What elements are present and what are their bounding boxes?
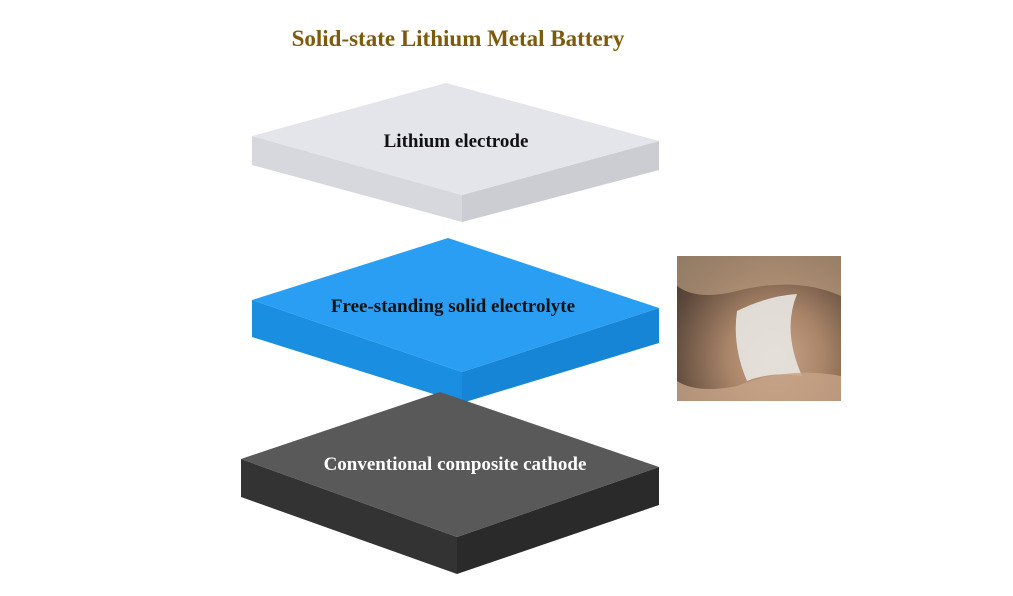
layer-face-top bbox=[252, 83, 659, 195]
lithium-electrode-label: Lithium electrode bbox=[383, 131, 529, 152]
solid-electrolyte-label: Free-standing solid electrolyte bbox=[330, 296, 576, 317]
layer-face-top bbox=[241, 392, 659, 537]
flexible-electrolyte-photo bbox=[677, 256, 841, 401]
solid-electrolyte-layer bbox=[252, 238, 659, 403]
layer-face-left bbox=[252, 136, 462, 222]
layer-face-left bbox=[241, 459, 457, 574]
bent-film-image bbox=[677, 256, 841, 401]
layer-face-top bbox=[252, 238, 659, 372]
layer-face-left bbox=[252, 300, 462, 403]
diagram-title: Solid-state Lithium Metal Battery bbox=[291, 26, 625, 51]
composite-cathode-layer bbox=[241, 392, 659, 574]
layer-face-right bbox=[462, 308, 659, 403]
composite-cathode-label: Conventional composite cathode bbox=[323, 454, 587, 475]
lithium-electrode-layer bbox=[252, 83, 659, 222]
layer-face-right bbox=[462, 141, 659, 222]
layer-face-right bbox=[457, 467, 659, 574]
